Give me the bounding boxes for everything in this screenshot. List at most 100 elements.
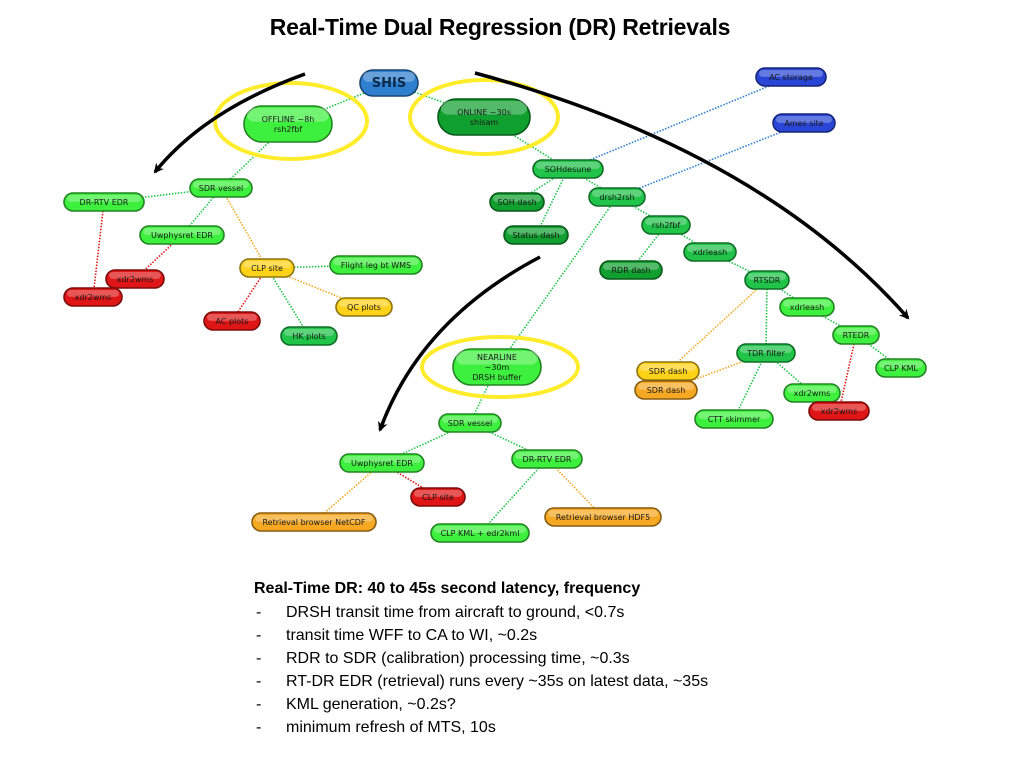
- node-ctt_skimmer[interactable]: CTT skimmer: [694, 409, 774, 429]
- node-box: [63, 192, 145, 212]
- node-gloss: [333, 258, 419, 265]
- node-label: Flight leg bt WMS: [341, 261, 411, 270]
- node-gloss: [109, 272, 161, 279]
- node-label: AC plots: [216, 317, 249, 326]
- node-clp_kml_edr2kml[interactable]: CLP KML + edr2kml: [430, 523, 530, 543]
- node-box: [744, 270, 790, 290]
- node-label: RDR dash: [611, 266, 650, 275]
- node-label: Retrieval browser NetCDF: [262, 518, 365, 527]
- node-sdr_vessel_left[interactable]: SDR vessel: [189, 178, 253, 198]
- node-box: [588, 187, 646, 207]
- node-ames_site[interactable]: Ames site: [772, 113, 836, 133]
- node-box: [139, 225, 225, 245]
- node-gloss: [441, 101, 527, 115]
- node-box: [736, 343, 796, 363]
- node-box: [430, 523, 530, 543]
- node-uwphysret_edr_left[interactable]: Uwphysret EDR: [139, 225, 225, 245]
- flow-arrows-layer: [153, 71, 910, 432]
- node-retrieval_browser_netcdf[interactable]: Retrieval browser NetCDF: [251, 512, 377, 532]
- node-sdr_dash_2[interactable]: SDR dash: [634, 380, 698, 400]
- node-label: CLP KML + edr2kml: [441, 529, 520, 538]
- node-rtsdr[interactable]: RTSDR: [744, 270, 790, 290]
- node-sdr_vessel_bottom[interactable]: SDR vessel: [438, 413, 502, 433]
- node-box: [339, 453, 425, 473]
- node-retrieval_browser_hdf5[interactable]: Retrieval browser HDF5: [544, 507, 662, 527]
- node-soh_dash[interactable]: SOH dash: [489, 192, 545, 212]
- notes-item-text: RDR to SDR (calibration) processing time…: [286, 650, 630, 667]
- node-gloss: [247, 108, 329, 122]
- node-rtedr[interactable]: RTEDR: [832, 325, 880, 345]
- node-gloss: [879, 361, 923, 368]
- node-label: CLP KML: [884, 364, 919, 373]
- node-rdr_dash[interactable]: RDR dash: [599, 260, 663, 280]
- node-gloss: [698, 412, 770, 419]
- node-xdr2wms_right_green[interactable]: xdr2wms: [783, 383, 841, 403]
- node-gloss: [836, 328, 876, 335]
- node-sohdesune[interactable]: SOHdesune: [532, 159, 604, 179]
- node-flight_leg[interactable]: Flight leg bt WMS: [329, 255, 423, 275]
- node-gloss: [442, 416, 498, 423]
- node-label: xdr2wms: [117, 275, 154, 284]
- node-gloss: [67, 195, 141, 202]
- bullet-dash: -: [256, 673, 262, 690]
- node-gloss: [759, 70, 823, 77]
- notes-item: -minimum refresh of MTS, 10s: [254, 716, 954, 739]
- node-box: [683, 242, 737, 262]
- node-box: [694, 409, 774, 429]
- node-gloss: [787, 386, 837, 393]
- highlight-ring-online: [408, 78, 560, 156]
- node-ac_storage[interactable]: AC storage: [755, 67, 827, 87]
- node-gloss: [363, 72, 415, 82]
- edge-drsh2rsh-to-ames_site: [616, 122, 805, 198]
- node-gloss: [414, 490, 462, 497]
- node-label: DRSH buffer: [472, 373, 522, 382]
- node-box: [437, 98, 531, 136]
- node-clp_site_left[interactable]: CLP site: [239, 258, 295, 278]
- highlight-ring-offline: [213, 81, 369, 161]
- node-status_dash[interactable]: Status dash: [503, 225, 569, 245]
- node-box: [489, 192, 545, 212]
- node-gloss: [343, 456, 421, 463]
- node-label: rsh2fbf: [274, 125, 303, 134]
- node-box: [239, 258, 295, 278]
- node-xdr2wms_left_2[interactable]: xdr2wms: [63, 287, 123, 307]
- node-label: SHIS: [372, 76, 406, 91]
- node-tdr_filter[interactable]: TDR filter: [736, 343, 796, 363]
- node-sdr_dash_1[interactable]: SDR dash: [636, 361, 700, 381]
- node-shis[interactable]: SHIS: [359, 69, 419, 97]
- edge-rtsdr-to-tdr_filter: [765, 279, 768, 354]
- node-ac_plots[interactable]: AC plots: [203, 311, 261, 331]
- node-box: [329, 255, 423, 275]
- node-xdrleash_2[interactable]: xdrleash: [779, 297, 835, 317]
- node-uwphysret_edr_bottom[interactable]: Uwphysret EDR: [339, 453, 425, 473]
- node-gloss: [143, 228, 221, 235]
- notes-item: -RT-DR EDR (retrieval) runs every ~35s o…: [254, 670, 954, 693]
- node-clp_site_bottom[interactable]: CLP site: [410, 487, 466, 507]
- node-hk_plots[interactable]: HK plots: [280, 326, 338, 346]
- node-label: SDR dash: [647, 386, 686, 395]
- node-label: CLP site: [422, 493, 454, 502]
- node-drsh2rsh[interactable]: drsh2rsh: [588, 187, 646, 207]
- node-xdr2wms_left_1[interactable]: xdr2wms: [105, 269, 165, 289]
- node-dr_rtv_edr_left[interactable]: DR-RTV EDR: [63, 192, 145, 212]
- node-rsh2fbf_online[interactable]: rsh2fbf: [641, 215, 691, 235]
- node-qc_plots[interactable]: QC plots: [335, 297, 393, 317]
- node-label: AC storage: [769, 73, 813, 82]
- node-xdrleash_1[interactable]: xdrleash: [683, 242, 737, 262]
- node-gloss: [783, 300, 831, 307]
- node-box: [452, 348, 542, 386]
- node-gloss: [603, 263, 659, 270]
- node-label: HK plots: [292, 332, 325, 341]
- node-label: RTEDR: [843, 331, 870, 340]
- node-label: SDR vessel: [199, 184, 243, 193]
- node-dr_rtv_edr_bottom[interactable]: DR-RTV EDR: [511, 449, 583, 469]
- node-clp_kml_right[interactable]: CLP KML: [875, 358, 927, 378]
- node-gloss: [640, 364, 696, 371]
- node-box: [532, 159, 604, 179]
- node-xdr2wms_right_red[interactable]: xdr2wms: [808, 401, 870, 421]
